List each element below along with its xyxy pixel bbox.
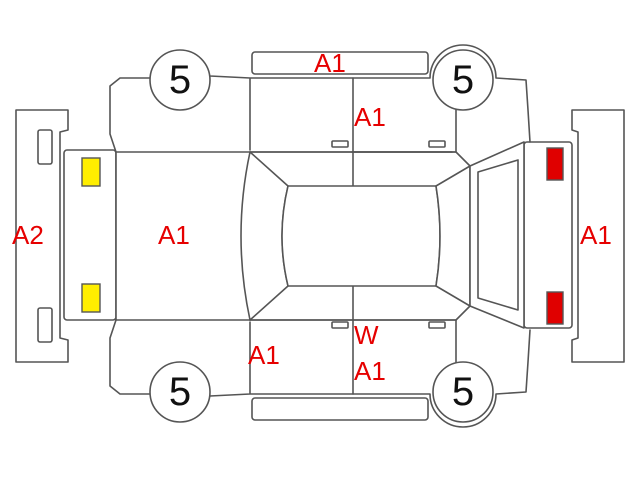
rear-bumper xyxy=(571,109,625,363)
wheel-rear-left-value: 5 xyxy=(451,370,475,414)
roof-panel xyxy=(281,185,441,287)
trunk-lid xyxy=(477,159,519,311)
label-left-rear-door: A1 xyxy=(354,356,386,386)
wheel-front-left-circle xyxy=(149,361,211,423)
label-right-front-door: A1 xyxy=(354,102,386,132)
wheel-front-right-value: 5 xyxy=(168,58,192,102)
label-hood: A1 xyxy=(158,220,190,250)
roof-strip-bottom xyxy=(251,397,429,421)
label-rear-bumper: A1 xyxy=(580,220,612,250)
left-front-handle xyxy=(331,321,349,329)
wheel-rear-left-circle xyxy=(432,361,494,423)
headlight-top xyxy=(81,157,101,187)
windshield xyxy=(240,151,289,321)
taillight-top xyxy=(546,147,564,181)
trunk xyxy=(469,141,525,329)
wheel-rear-right-circle xyxy=(432,49,494,111)
label-left-front-door: A1 xyxy=(248,340,280,370)
left-rear-handle xyxy=(428,321,446,329)
right-rear-handle xyxy=(428,140,446,148)
front-bumper-slot-bottom xyxy=(37,307,53,343)
taillight-bottom xyxy=(546,291,564,325)
wheel-front-left-value: 5 xyxy=(168,370,192,414)
label-left-rear-door-w: W xyxy=(354,320,379,350)
front-bumper xyxy=(15,109,69,363)
roof-strip-top xyxy=(251,51,429,75)
label-front-bumper: A2 xyxy=(12,220,44,250)
wheel-front-right-circle xyxy=(149,49,211,111)
right-front-handle xyxy=(331,140,349,148)
headlight-bottom xyxy=(81,283,101,313)
rear-window xyxy=(435,165,471,307)
hood xyxy=(115,151,251,321)
wheel-rear-right-value: 5 xyxy=(451,58,475,102)
label-roof-top: A1 xyxy=(314,48,346,78)
front-bumper-slot-top xyxy=(37,129,53,165)
